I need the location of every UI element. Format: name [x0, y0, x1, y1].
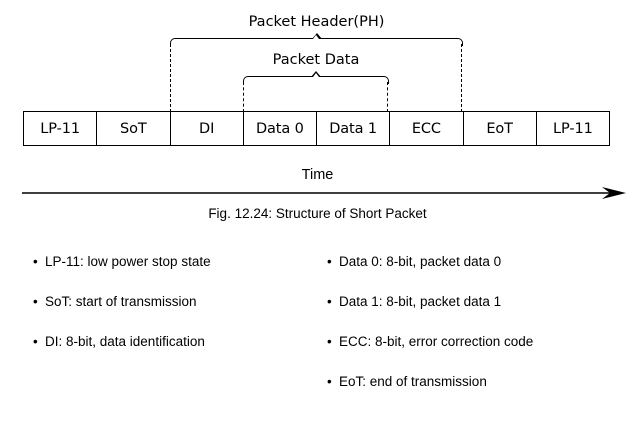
packet-cell-data1[interactable]: Data 1 — [317, 112, 391, 145]
packet-cell-lp11-end[interactable]: LP-11 — [553, 120, 593, 137]
list-item: • EoT: end of transmission — [327, 375, 627, 415]
legend-text: EoT: end of transmission — [339, 374, 487, 389]
list-item: • Data 0: 8-bit, packet data 0 — [327, 255, 627, 295]
packet-cell-sot[interactable]: SoT — [97, 112, 171, 145]
packet-structure-row: LP-11 SoT DI Data 0 Data 1 ECC EoT LP-11 — [23, 111, 610, 146]
packet-cell-data0[interactable]: Data 0 — [244, 112, 317, 145]
packet-cell-ecc[interactable]: ECC — [390, 112, 464, 145]
legend-text: DI: 8-bit, data identification — [45, 334, 205, 349]
bullet-icon: • — [33, 254, 38, 269]
packet-cell-lp11-start[interactable]: LP-11 — [24, 112, 98, 145]
legend-right-column: • Data 0: 8-bit, packet data 0 • Data 1:… — [327, 255, 627, 415]
list-item: • ECC: 8-bit, error correction code — [327, 335, 627, 375]
bullet-icon: • — [33, 334, 38, 349]
legend-text: ECC: 8-bit, error correction code — [339, 334, 534, 349]
legend-text: LP-11: low power stop state — [45, 254, 211, 269]
packet-data-left-dash — [243, 82, 244, 112]
list-item: • SoT: start of transmission — [33, 295, 323, 335]
bullet-icon: • — [327, 294, 332, 309]
packet-header-brace-label: Packet Header(PH) — [248, 14, 385, 30]
bullet-icon: • — [33, 294, 38, 309]
bullet-icon: • — [327, 254, 332, 269]
time-axis-label: Time — [301, 167, 334, 183]
packet-header-brace-bar — [170, 38, 463, 46]
figure-caption: Fig. 12.24: Structure of Short Packet — [208, 206, 427, 221]
packet-header-left-dash — [170, 44, 171, 112]
list-item: • DI: 8-bit, data identification — [33, 335, 323, 375]
packet-cell-eot[interactable]: EoT — [464, 112, 537, 145]
legend-text: Data 1: 8-bit, packet data 1 — [339, 294, 502, 309]
legend-left-column: • LP-11: low power stop state • SoT: sta… — [33, 255, 323, 375]
time-arrow-icon — [22, 187, 626, 199]
bullet-icon: • — [327, 334, 332, 349]
packet-header-right-dash — [461, 44, 463, 112]
list-item: • Data 1: 8-bit, packet data 1 — [327, 295, 627, 335]
packet-data-brace: Packet Data — [243, 52, 389, 114]
packet-data-right-dash — [387, 82, 389, 112]
packet-data-brace-label: Packet Data — [272, 52, 360, 68]
list-item: • LP-11: low power stop state — [33, 255, 323, 295]
packet-header-brace: Packet Header(PH) — [170, 14, 463, 114]
packet-data-brace-nub — [311, 70, 321, 77]
packet-data-brace-bar — [243, 76, 389, 84]
legend-text: Data 0: 8-bit, packet data 0 — [339, 254, 502, 269]
bullet-icon: • — [327, 374, 332, 389]
legend-text: SoT: start of transmission — [45, 294, 197, 309]
packet-cell-di[interactable]: DI — [171, 112, 244, 145]
packet-header-brace-nub — [311, 32, 322, 39]
